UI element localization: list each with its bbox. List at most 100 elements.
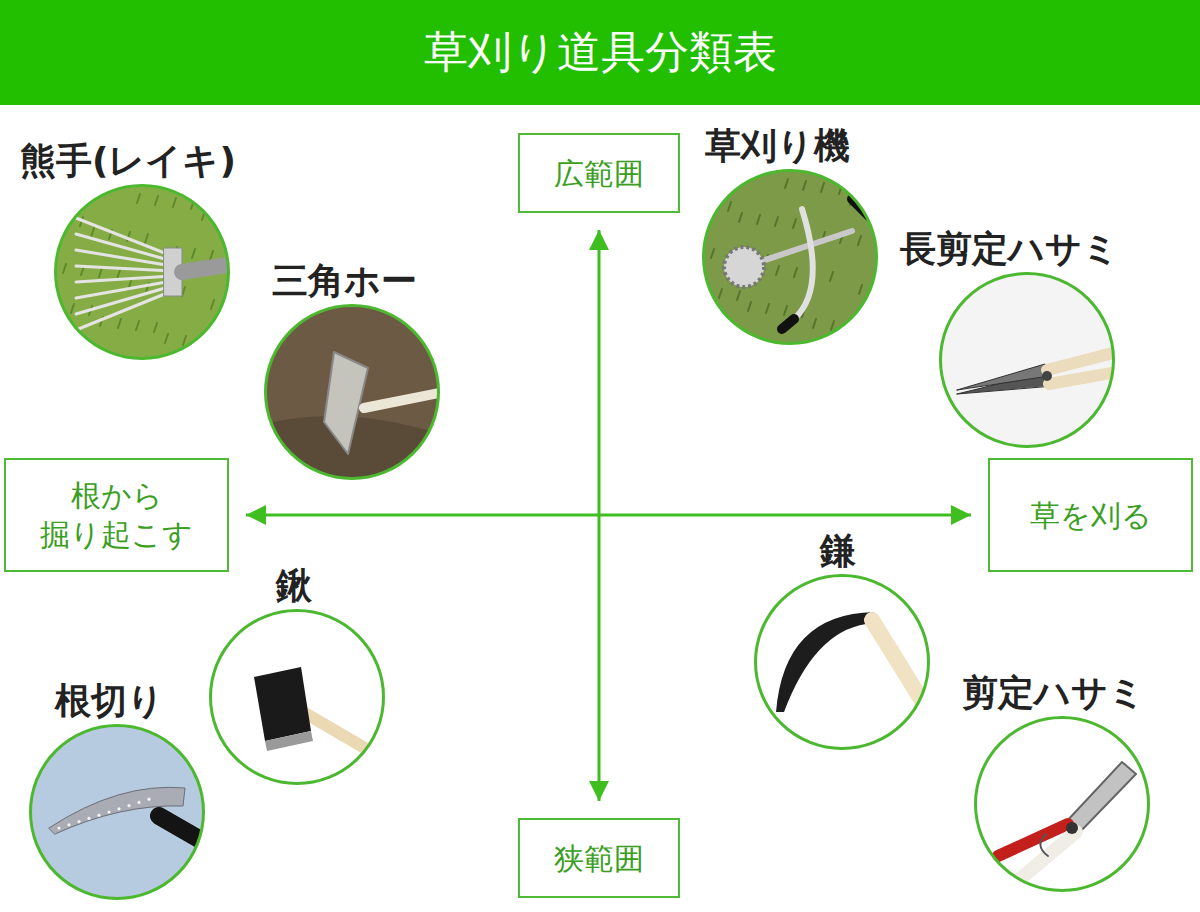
tool-photo [54, 184, 230, 360]
tool-circle: 鎌 [754, 574, 930, 750]
photo-ground [29, 724, 205, 900]
pruner-pivot [1066, 822, 1078, 834]
grass-blade [108, 181, 111, 190]
grass-blade [211, 300, 214, 309]
grass-blade [803, 181, 806, 190]
grass-blade [831, 321, 834, 330]
tool-name: 剪定ハサミ [962, 671, 1145, 714]
grass-blade [183, 336, 186, 345]
grass-blade [91, 228, 94, 237]
tool-photo [939, 272, 1115, 448]
tool-circle: 三角ホー [264, 304, 440, 480]
grass-blade [719, 289, 722, 298]
tool-name: 根切り [55, 679, 164, 722]
grass-blade [868, 198, 871, 207]
photo-ground [264, 304, 440, 480]
tool-photo [264, 304, 440, 480]
axis-label-box: 根から 掘り起こす [4, 458, 229, 572]
grass-blade [62, 215, 65, 224]
grass-blade [757, 215, 760, 224]
nekiri-tooth [67, 823, 70, 826]
photo-group [29, 724, 211, 900]
photo-group [209, 609, 387, 785]
rake-tine [76, 291, 172, 330]
grass-blade [793, 219, 796, 228]
nekiri-tooth [137, 801, 140, 804]
tool-photo [702, 169, 878, 345]
axis-label: 広範囲 [554, 154, 644, 193]
grass-blade [849, 323, 852, 332]
grass-blade [858, 236, 861, 245]
shears-blade [957, 364, 1047, 390]
nekiri-tooth [57, 826, 60, 829]
grass-blade [229, 302, 232, 311]
grass-blade [775, 217, 778, 226]
tool-name: 長剪定ハサミ [900, 227, 1119, 270]
rake-handle [182, 264, 234, 272]
photo-ground [702, 169, 878, 345]
grass-blade [71, 304, 74, 313]
grass-blade [154, 323, 157, 332]
grass-blade [813, 319, 816, 328]
grass-blade [710, 200, 713, 209]
kuwa-edge [265, 731, 313, 751]
rake-tine [76, 276, 172, 282]
grass-blade [137, 194, 140, 203]
grass-blade [756, 166, 759, 175]
axis-label: 根から 掘り起こす [6, 476, 227, 554]
photo-group [939, 272, 1117, 448]
grass-blade [766, 304, 769, 313]
sickle-blade [776, 612, 874, 712]
tool-name: 熊手(レイキ) [20, 139, 236, 182]
grass-blade [63, 264, 66, 273]
tool-photo [29, 724, 205, 900]
axis-label-box: 狭範囲 [518, 818, 680, 898]
circle-border [211, 611, 384, 784]
shears-handle [1049, 372, 1117, 384]
circle-border [56, 186, 229, 359]
pruner-handle [1014, 832, 1076, 884]
grass-blade [220, 213, 223, 222]
tool-circle: 草刈り機 [702, 169, 878, 345]
grass-blade [859, 285, 862, 294]
tool-photo [754, 574, 930, 750]
nekiri-tooth [97, 814, 100, 817]
grass-blade [702, 160, 705, 169]
tool-circle: 鍬 [209, 609, 385, 785]
grass-blade [219, 340, 222, 349]
photo-group [754, 574, 930, 750]
grass-blade [118, 319, 121, 328]
grass-blade [728, 202, 731, 211]
tool-name: 三角ホー [272, 259, 417, 302]
grass-blade [201, 338, 204, 347]
grass-blade [210, 251, 213, 260]
grass-blade [794, 268, 797, 277]
grass-blade [877, 287, 880, 296]
kuwa-head [254, 667, 311, 741]
grass-blade [173, 198, 176, 207]
circle-border [941, 274, 1114, 447]
grass-blade [739, 213, 742, 222]
grass-blade [784, 306, 787, 315]
title-wrap: 草刈り道具分類表 [0, 0, 1200, 105]
grass-blade [155, 196, 158, 205]
trimmer-blade [724, 247, 764, 287]
diagram-title: 草刈り道具分類表 [424, 23, 777, 82]
nekiri-tooth [127, 804, 130, 807]
hoe-blade [324, 352, 368, 454]
grass-blade [821, 183, 824, 192]
photo-ground [209, 609, 385, 785]
grass-blade [145, 234, 148, 243]
axis-label: 狭範囲 [554, 839, 644, 878]
shears-pivot [1042, 371, 1052, 381]
nekiri-tooth [147, 798, 150, 801]
tool-photo [974, 716, 1150, 892]
axis-label: 草を刈る [1030, 496, 1152, 535]
nekiri-tooth [87, 817, 90, 820]
grass-blade [748, 302, 751, 311]
pruner-spring [1040, 834, 1048, 856]
grass-blade [165, 334, 168, 343]
pruner-blade [1066, 762, 1136, 834]
photo-group [974, 716, 1150, 892]
